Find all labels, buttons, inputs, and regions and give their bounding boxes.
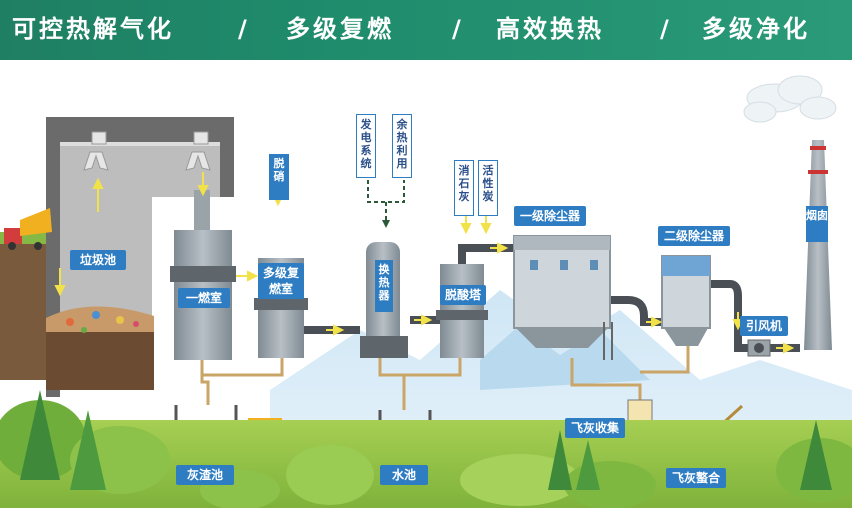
flow-arrows [54,172,795,354]
banner-separator: / [238,15,247,43]
left-ground [0,232,46,380]
label-power-system: 发电系统 [356,114,376,178]
label-primary-chamber: 一燃室 [178,288,230,308]
label-primary-dust-collector: 一级除尘器 [514,206,586,226]
banner-separator: / [660,15,669,43]
label-fly-ash-collection: 飞灰收集 [565,418,625,438]
banner-item-heat-exchange: 高效换热 [496,15,604,43]
foreground-trees [0,390,852,510]
label-activated-carbon: 活性炭 [478,160,498,216]
label-garbage-pit: 垃圾池 [70,250,126,270]
label-fly-ash-chelation: 飞灰螯合 [666,468,726,488]
banner-item-reburn: 多级复燃 [286,15,394,43]
label-denitration: 脱硝 [269,154,289,200]
label-slaked-lime: 消石灰 [454,160,474,216]
banner-item-purification: 多级净化 [702,15,810,43]
chimney-stack [804,140,832,350]
energy-arrow [382,220,390,228]
label-induced-fan: 引风机 [740,316,788,336]
label-heat-utilization: 余热利用 [392,114,412,178]
title-banner: 可控热解气化 / 多级复燃 / 高效换热 / 多级净化 [0,0,852,60]
label-chimney: 烟囱 [806,206,828,242]
label-heat-exchanger: 换热器 [375,260,393,312]
dump-truck-icon [4,208,52,250]
process-diagram-artwork [0,75,852,510]
deacid-tower-unit [436,264,488,358]
fan-unit [747,339,771,357]
energy-dashed-lines [367,180,405,222]
secondary-dust-collector [661,255,711,346]
primary-dust-collector [513,235,613,360]
label-secondary-chamber: 多级复燃室 [258,263,304,299]
label-secondary-dust-collector: 二级除尘器 [658,226,730,246]
smoke-cloud [743,75,837,123]
label-water-pool: 水池 [380,465,428,485]
crane-claw-icon [83,131,211,171]
label-deacid-tower: 脱酸塔 [440,285,486,305]
label-ash-pool: 灰渣池 [176,465,234,485]
process-diagram: 垃圾池 一燃室 多级复燃室 脱硝 发电系统 余热利用 换热器 消石灰 活性炭 脱… [0,60,852,510]
banner-item-gasification: 可控热解气化 [12,15,174,43]
banner-separator: / [452,15,461,43]
